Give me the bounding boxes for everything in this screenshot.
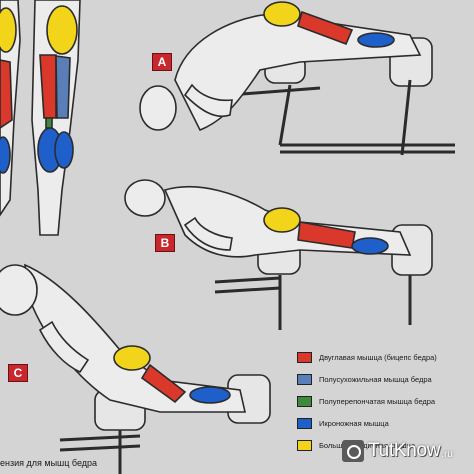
legend-item: Икроножная мышца [297, 412, 472, 434]
legend-swatch-gastrocnemius [297, 417, 312, 429]
legend-item: Полуперепончатая мышца бедра [297, 390, 472, 412]
legend-swatch-gluteus-maximus [297, 439, 312, 451]
site-logo: TutKnow .ru [342, 440, 453, 462]
legend-label: Полусухожильная мышца бедра [319, 374, 432, 384]
logo-icon [342, 440, 364, 462]
exercise-figure-a [139, 1, 455, 156]
step-badge-a: A [152, 53, 172, 71]
exercise-figure-c [0, 263, 271, 474]
legend-item: Большая ягодичная мышца [297, 434, 472, 456]
legend-item: Двуглавая мышца (бицепс бедра) [297, 346, 472, 368]
legend-label: Икроножная мышца [319, 418, 389, 428]
legend-label: Полуперепончатая мышца бедра [319, 396, 436, 406]
legend-label: Большая ягодичная мышца [319, 440, 416, 450]
caption-text: ензия для мышц бедра [0, 458, 98, 468]
step-badge-c: C [8, 364, 28, 382]
logo-domain: .ru [441, 448, 453, 460]
legend-swatch-semitendinosus [297, 373, 312, 385]
logo-name: TutKnow [368, 440, 441, 461]
back-view-legs [0, 0, 81, 236]
muscle-legend: Двуглавая мышца (бицепс бедра) Полусухож… [297, 346, 472, 456]
legend-label: Двуглавая мышца (бицепс бедра) [319, 352, 437, 362]
legend-swatch-biceps-femoris [297, 351, 312, 363]
legend-swatch-semimembranosus [297, 395, 312, 407]
step-badge-b: B [155, 234, 175, 252]
exercise-figure-b [124, 179, 433, 330]
legend-item: Полусухожильная мышца бедра [297, 368, 472, 390]
